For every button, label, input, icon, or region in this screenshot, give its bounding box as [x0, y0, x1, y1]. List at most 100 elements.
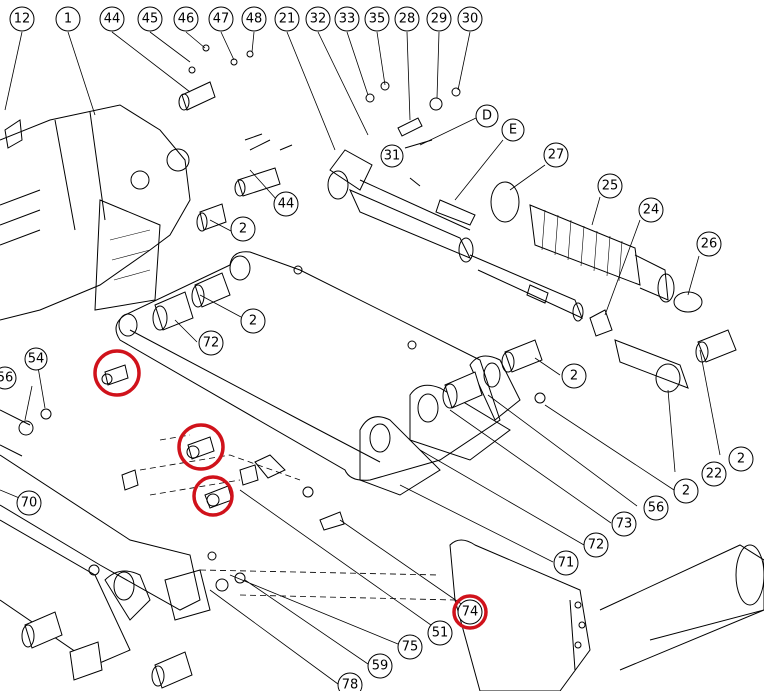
leader-lines	[0, 31, 721, 685]
highlight-circle	[93, 349, 141, 397]
callout-balloon	[643, 495, 669, 521]
callout-balloon	[55, 6, 81, 32]
callout-balloon	[427, 620, 453, 646]
callout-number: 12	[14, 12, 31, 27]
callout-balloon	[397, 634, 423, 660]
callout-number: 25	[602, 179, 619, 194]
callout-balloon	[240, 308, 266, 334]
callout-balloon	[426, 6, 452, 32]
callout-number: 27	[548, 148, 565, 163]
callout-number: 48	[246, 12, 263, 27]
callout-balloon	[696, 231, 722, 257]
callout-balloon	[394, 6, 420, 32]
callout-number: 75	[402, 640, 419, 655]
callout-balloon	[208, 6, 234, 32]
callout-number: 47	[213, 12, 230, 27]
lift-arm-plates	[115, 251, 521, 531]
callout-balloon	[561, 363, 587, 389]
callout-balloon	[728, 446, 754, 472]
callout-number: 70	[21, 496, 38, 511]
callout-number: 54	[28, 352, 45, 367]
callout-balloon	[611, 511, 637, 537]
callout-balloon	[273, 191, 299, 217]
callout-number: 56	[0, 371, 13, 386]
callout-number: 73	[616, 517, 633, 532]
callout-number: 72	[588, 538, 605, 553]
callout-number: 35	[369, 12, 386, 27]
callout-number: 26	[701, 237, 718, 252]
callout-letter: D	[482, 109, 492, 124]
hidden-lines	[139, 434, 456, 601]
callout-number: 1	[64, 12, 72, 27]
callout-balloon	[274, 6, 300, 32]
callout-balloon	[137, 6, 163, 32]
callout-balloon	[457, 599, 483, 625]
callout-number: 74	[462, 605, 479, 620]
main-frame	[0, 104, 191, 321]
callout-letter: E	[509, 123, 517, 138]
callout-balloon	[230, 216, 256, 242]
callout-balloon	[198, 330, 224, 356]
bellows-assembly	[490, 181, 703, 337]
callout-balloon	[305, 6, 331, 32]
callout-number: 2	[682, 484, 690, 499]
highlight-marks	[93, 349, 488, 630]
callout-balloon	[337, 672, 363, 691]
callout-number: 28	[399, 12, 416, 27]
callout-number: 78	[342, 678, 359, 691]
callout-number: 31	[384, 149, 401, 164]
callout-balloon	[173, 6, 199, 32]
part-callouts: D E 31 27 25 24 26 44 2 2 72 2 2 22 2 56…	[0, 104, 754, 691]
callout-balloon	[367, 653, 393, 679]
callout-number: 45	[142, 12, 159, 27]
hydraulic-cylinder	[327, 81, 584, 322]
callout-number: 33	[339, 12, 356, 27]
callout-number: 22	[706, 467, 723, 482]
callout-balloon	[364, 6, 390, 32]
callout-number: 32	[310, 12, 327, 27]
callout-number: 44	[278, 197, 295, 212]
callout-number: 59	[372, 659, 389, 674]
inner-bushings	[152, 272, 483, 409]
callout-number: 24	[643, 203, 660, 218]
callout-number: 46	[178, 12, 195, 27]
callout-balloon	[380, 144, 404, 168]
callout-balloon	[638, 197, 664, 223]
callout-number: 72	[203, 336, 220, 351]
top-callouts: 12 1 44 45 46 47 48 21 32 33 35 28 29 30	[9, 6, 483, 32]
callout-balloon	[475, 104, 499, 128]
callout-balloon	[0, 366, 17, 390]
callout-balloon	[501, 118, 525, 142]
callout-number: 21	[279, 12, 296, 27]
callout-balloon	[241, 6, 267, 32]
callout-balloon	[99, 6, 125, 32]
callout-balloon	[673, 478, 699, 504]
highlight-circle	[177, 423, 225, 471]
callout-balloon	[553, 550, 579, 576]
callout-number: 2	[249, 314, 257, 329]
callout-number: 2	[239, 222, 247, 237]
callout-number: 2	[570, 369, 578, 384]
callout-balloon	[24, 347, 48, 371]
callout-balloon	[334, 6, 360, 32]
callout-number: 56	[648, 501, 665, 516]
callout-number: 44	[104, 12, 121, 27]
callout-number: 2	[737, 452, 745, 467]
callout-balloon	[543, 142, 569, 168]
callout-balloon	[701, 461, 727, 487]
callout-balloon	[583, 532, 609, 558]
highlight-circle	[452, 594, 488, 630]
callout-balloon	[16, 490, 42, 516]
callout-number: 71	[558, 556, 575, 571]
highlight-circle	[192, 475, 234, 517]
callout-balloon	[597, 173, 623, 199]
upper-pins	[178, 44, 293, 232]
callout-number: 30	[462, 12, 479, 27]
right-pins	[501, 329, 737, 404]
callout-number: 29	[431, 12, 448, 27]
lower-right-arm	[449, 539, 764, 691]
callout-number: 51	[432, 626, 449, 641]
callout-balloon	[457, 6, 483, 32]
callout-balloon	[9, 6, 35, 32]
